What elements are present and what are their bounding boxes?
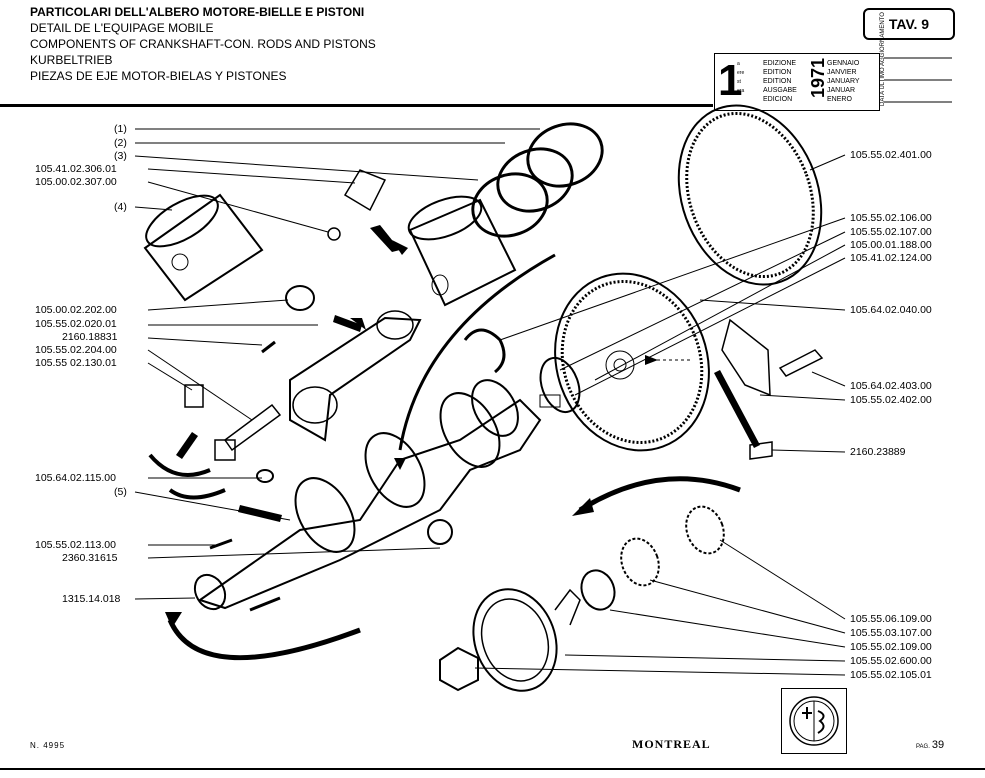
header-rule — [0, 104, 713, 107]
alfa-romeo-logo — [781, 688, 847, 754]
label-pulley: 105.55.02.600.00 — [850, 655, 932, 667]
label-lock-plate: 105.55.02.402.00 — [850, 394, 932, 406]
page-value: 39 — [931, 739, 945, 751]
label-bushing: 105.00.01.188.00 — [850, 239, 932, 251]
label-pulley-nut: 105.55.02.105.01 — [850, 669, 932, 681]
logo-emblem-icon — [789, 696, 839, 746]
label-part-2: (2) — [114, 137, 127, 149]
label-piston-pin: 105.41.02.306.01 — [35, 163, 117, 175]
label-spacer: 105.41.02.124.00 — [850, 252, 932, 264]
label-flywheel: 105.64.02.040.00 — [850, 304, 932, 316]
label-rod-nut: 105.55 02.130.01 — [35, 357, 117, 369]
label-plug: 105.64.02.115.00 — [35, 472, 116, 484]
label-con-rod: 105.55.02.020.01 — [35, 318, 117, 330]
label-circlip: 105.00.02.307.00 — [35, 176, 117, 188]
label-part-3: (3) — [114, 150, 127, 162]
label-small-end-bush: 105.00.02.202.00 — [35, 304, 117, 316]
label-thrust-ring-b: 105.55.02.107.00 — [850, 226, 932, 238]
label-flywheel-bolt: 105.64.02.403.00 — [850, 380, 932, 392]
label-dowel: 2160.23889 — [850, 446, 906, 458]
title-spanish: PIEZAS DE EJE MOTOR-BIELAS Y PISTONES — [30, 69, 287, 83]
table-number-badge: TAV. 9 — [863, 8, 955, 40]
label-sprocket-b: 105.55.03.107.00 — [850, 627, 932, 639]
label-thrust-ring-a: 105.55.02.106.00 — [850, 212, 932, 224]
label-woodruff-key: 1315.14.018 — [62, 593, 121, 605]
header-titles: PARTICOLARI DELL'ALBERO MOTORE-BIELLE E … — [30, 4, 376, 84]
title-french: DETAIL DE L'EQUIPAGE MOBILE — [30, 21, 214, 35]
title-german: KURBELTRIEB — [30, 53, 113, 67]
title-italian: PARTICOLARI DELL'ALBERO MOTORE-BIELLE E … — [30, 5, 365, 19]
label-spacer-ring: 105.55.02.109.00 — [850, 641, 932, 653]
label-ring-gear: 105.55.02.401.00 — [850, 149, 932, 161]
footer-rule — [0, 768, 985, 770]
label-part-4: (4) — [114, 201, 127, 213]
title-english: COMPONENTS OF CRANKSHAFT-CON. RODS AND P… — [30, 37, 376, 51]
document-number: N. 4995 — [30, 741, 66, 750]
label-part-1: (1) — [114, 123, 127, 135]
label-sprocket-a: 105.55.06.109.00 — [850, 613, 932, 625]
label-rod-pin: 2160.18831 — [62, 331, 118, 343]
page-number: PAG.39 — [916, 739, 944, 751]
label-key: 105.55.02.113.00 — [35, 539, 116, 551]
page-prefix: PAG. — [916, 744, 930, 750]
edition-number: 1 — [718, 56, 743, 105]
brand-wordmark: MONTREAL — [632, 737, 711, 751]
label-bearing: 2360.31615 — [62, 552, 118, 564]
label-rod-bolt: 105.55.02.204.00 — [35, 344, 117, 356]
label-part-5: (5) — [114, 486, 127, 498]
